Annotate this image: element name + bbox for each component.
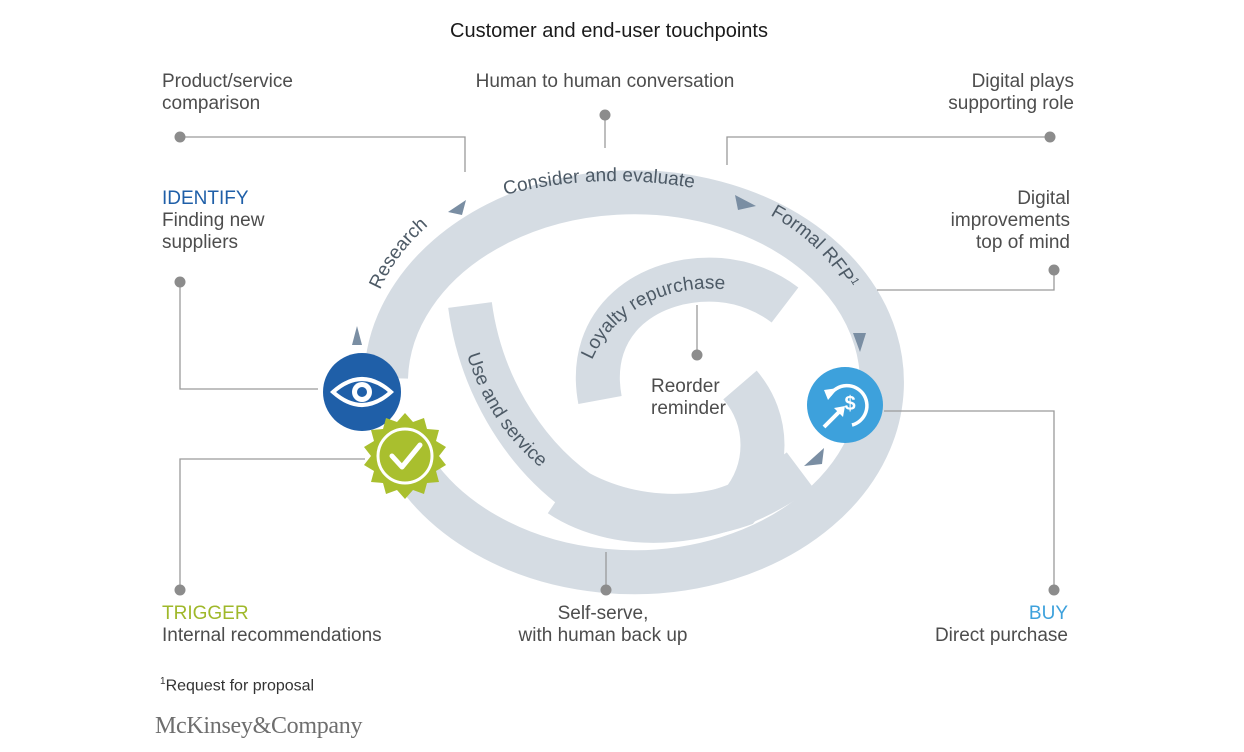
label-line: with human back up: [518, 625, 688, 646]
label-line: Product/service: [162, 71, 293, 92]
connector-buy: [884, 410, 1055, 590]
identify-heading: IDENTIFY: [162, 188, 249, 209]
checkmark-seal-icon: [364, 413, 446, 499]
eye-icon: [323, 353, 401, 431]
label-line: Internal recommendations: [162, 625, 382, 646]
dot-identify: [174, 276, 186, 288]
connector-product: [180, 136, 466, 172]
dot-trigger: [174, 584, 186, 596]
label-line: improvements: [950, 210, 1070, 231]
arrow-research: [448, 200, 466, 215]
label-trigger: TRIGGER Internal recommendations: [162, 603, 382, 647]
label-product-comparison: Product/service comparison: [162, 71, 293, 115]
dot-human: [599, 109, 611, 121]
label-line: Self-serve,: [557, 603, 649, 624]
arrow-consider: [735, 195, 756, 210]
label-line: comparison: [162, 93, 261, 114]
label-line: top of mind: [976, 232, 1070, 253]
label-human-conversation: Human to human conversation: [475, 71, 735, 92]
label-buy: BUY Direct purchase: [868, 603, 1068, 647]
label-digital-supporting: Digital plays supporting role: [874, 71, 1074, 115]
dot-improvements: [1048, 264, 1060, 276]
dollar-cycle-icon: $: [807, 367, 883, 443]
label-line: suppliers: [162, 232, 239, 253]
arrow-buy: [804, 448, 824, 466]
connector-trigger: [179, 458, 365, 590]
connector-dots: [174, 109, 1060, 596]
label-line: Digital plays: [971, 71, 1074, 92]
connector-improvements: [877, 270, 1055, 291]
label-line: supporting role: [948, 93, 1074, 114]
footnote-text: Request for proposal: [165, 677, 315, 695]
company-logo: McKinsey&Company: [155, 713, 363, 739]
connectors: [179, 115, 1055, 590]
label-line: Digital: [1017, 188, 1070, 209]
footnote-mark: 1: [160, 676, 166, 687]
dot-digital-plays: [1044, 131, 1056, 143]
label-line: Finding new: [162, 210, 265, 231]
loyalty-arc: [575, 257, 799, 405]
label-digital-improvements: Digital improvements top of mind: [870, 188, 1070, 254]
label-identify: IDENTIFY Finding new suppliers: [162, 188, 264, 254]
label-reorder-reminder: Reorder reminder: [651, 376, 726, 420]
label-line: Direct purchase: [934, 625, 1068, 646]
buy-heading: BUY: [1028, 603, 1068, 624]
footnote: 1Request for proposal: [160, 676, 314, 695]
dot-product: [174, 131, 186, 143]
svg-text:$: $: [844, 393, 855, 415]
outer-loop: [364, 170, 904, 595]
connector-digital-plays: [726, 136, 1050, 165]
label-line: Reorder: [651, 376, 720, 397]
dot-self-serve: [600, 584, 612, 596]
connector-identify: [179, 282, 318, 390]
spiral-join: [547, 452, 814, 543]
diagram-title: Customer and end-user touchpoints: [450, 20, 768, 42]
label-self-serve: Self-serve, with human back up: [483, 603, 723, 647]
arrow-rfp: [853, 333, 866, 352]
dot-buy: [1048, 584, 1060, 596]
trigger-heading: TRIGGER: [162, 603, 249, 624]
dot-reorder: [691, 349, 703, 361]
label-line: reminder: [651, 398, 726, 419]
arrow-up-left: [352, 326, 362, 345]
